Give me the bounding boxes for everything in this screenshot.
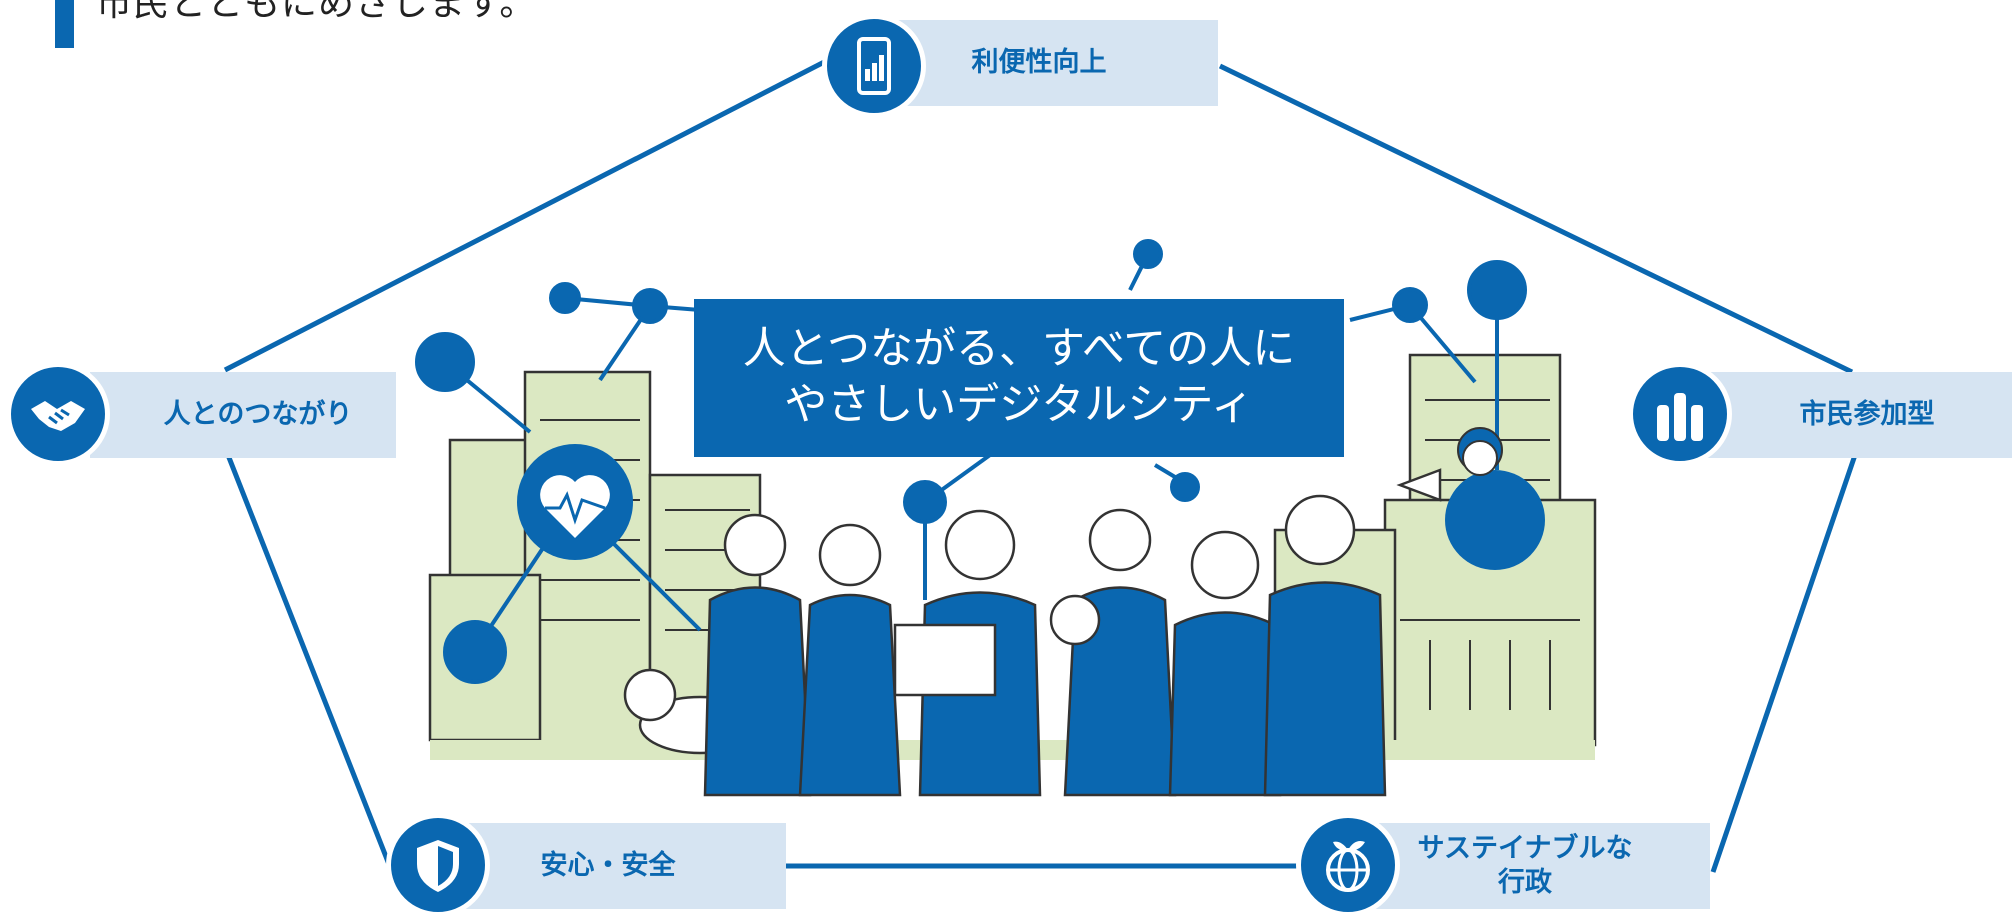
megaphone-node-icon	[1396, 427, 1545, 570]
pillar-label: 市民参加型	[1799, 399, 1935, 431]
central-title-line1: 人とつながる、すべての人に	[742, 324, 1296, 375]
heart-node-icon	[517, 444, 633, 560]
network-graph	[415, 239, 1527, 684]
pillar-label: 安心・安全	[540, 850, 676, 882]
handshake-icon	[6, 362, 110, 466]
central-title-line2: やさしいデジタルシティ	[784, 380, 1254, 430]
globe-sprout-icon	[1296, 813, 1400, 917]
pillar-label-line2: 行政	[1498, 867, 1552, 898]
smartphone-chart-icon	[822, 14, 926, 118]
central-title-box: 人とつながる、すべての人に やさしいデジタルシティ	[694, 299, 1344, 457]
pillar-label-line1: サステイナブルな	[1417, 833, 1633, 865]
pillar-label: 人とのつながり	[163, 399, 353, 431]
pillar-sustainable: サステイナブルな 行政	[1340, 823, 1710, 909]
raised-hands-icon	[1628, 362, 1732, 466]
header-accent-bar	[55, 0, 74, 48]
pillar-label: 利便性向上	[971, 47, 1107, 79]
header-text: 市民とともにめざします。	[96, 0, 537, 24]
pillar-connection: 人とのつながり	[90, 372, 396, 458]
shield-icon	[386, 813, 490, 917]
people-illustration	[623, 494, 1387, 797]
